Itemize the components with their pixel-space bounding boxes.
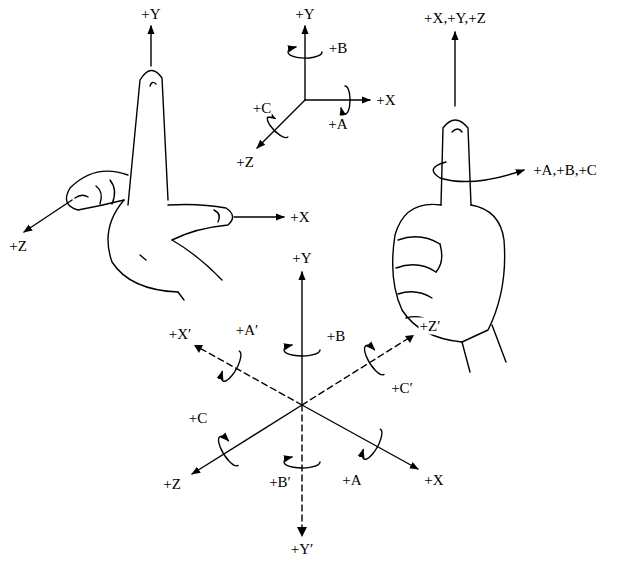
axis-label: +A,+B,+C	[532, 162, 598, 179]
axis-label: +C′	[390, 380, 414, 397]
axis-arrow	[234, 216, 284, 217]
axis-arrow	[150, 26, 151, 66]
axis-label: +Z′	[419, 318, 442, 335]
axis-label: +X′	[168, 326, 193, 343]
axis-label: +Y′	[290, 541, 315, 558]
axis-arrow	[24, 200, 72, 232]
axis-label: +Y	[140, 6, 161, 23]
axis-label: +Z	[8, 238, 28, 255]
axis-arrow	[454, 32, 455, 106]
axis-label: +Z	[162, 476, 182, 493]
axis-label: +Z	[235, 154, 255, 171]
axis-label: +Y	[291, 250, 312, 267]
axis-label: +B	[326, 328, 346, 345]
axis-label: +C	[188, 410, 208, 427]
axis-label: +B	[328, 40, 348, 57]
axis-label: +A	[327, 116, 348, 133]
axis-label: +X,+Y,+Z	[423, 10, 487, 27]
axis-label: +X	[423, 472, 444, 489]
axis-label: +A′	[235, 322, 260, 339]
axes-with-primes	[192, 272, 418, 537]
axis-label: +C	[252, 100, 272, 117]
axis-label: +Y	[294, 6, 315, 23]
axis-label: +B′	[268, 474, 292, 491]
right-hand	[393, 120, 506, 372]
small-axes	[257, 26, 370, 148]
left-hand	[66, 70, 232, 300]
rotation-arrow	[433, 162, 524, 182]
axis-label: +X	[375, 92, 396, 109]
axis-label: +A	[341, 472, 362, 489]
axis-label: +X	[289, 209, 310, 226]
